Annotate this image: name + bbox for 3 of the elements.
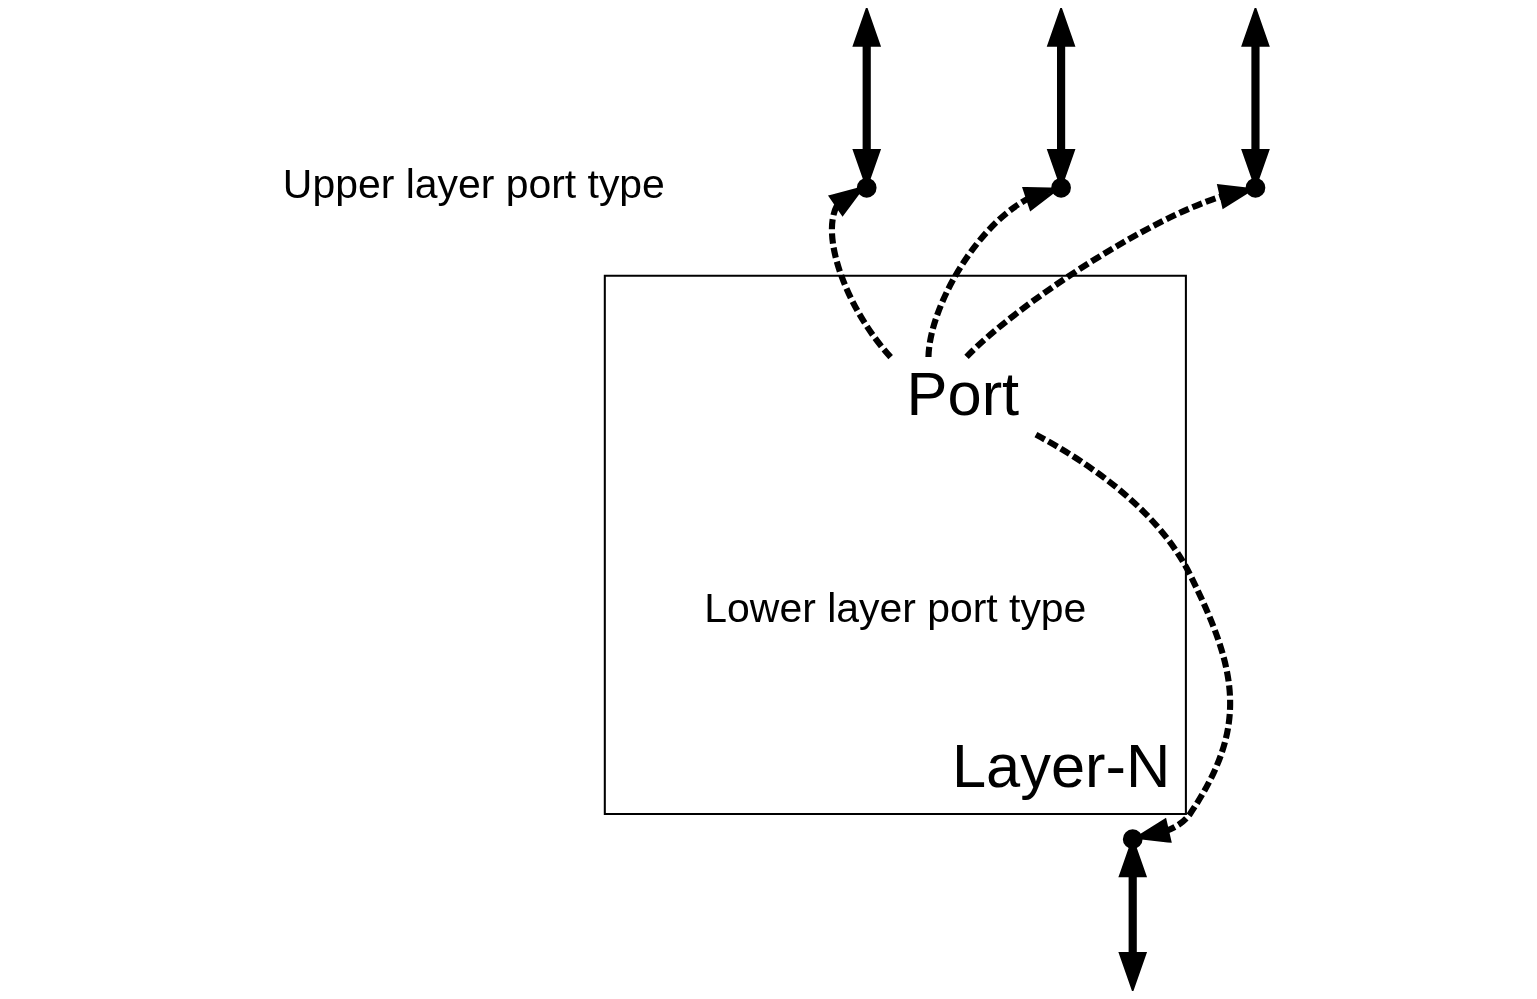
node-text: Port	[906, 358, 1019, 428]
label: Upper layer port type	[282, 161, 665, 208]
label: Lower layer port type	[703, 584, 1086, 631]
